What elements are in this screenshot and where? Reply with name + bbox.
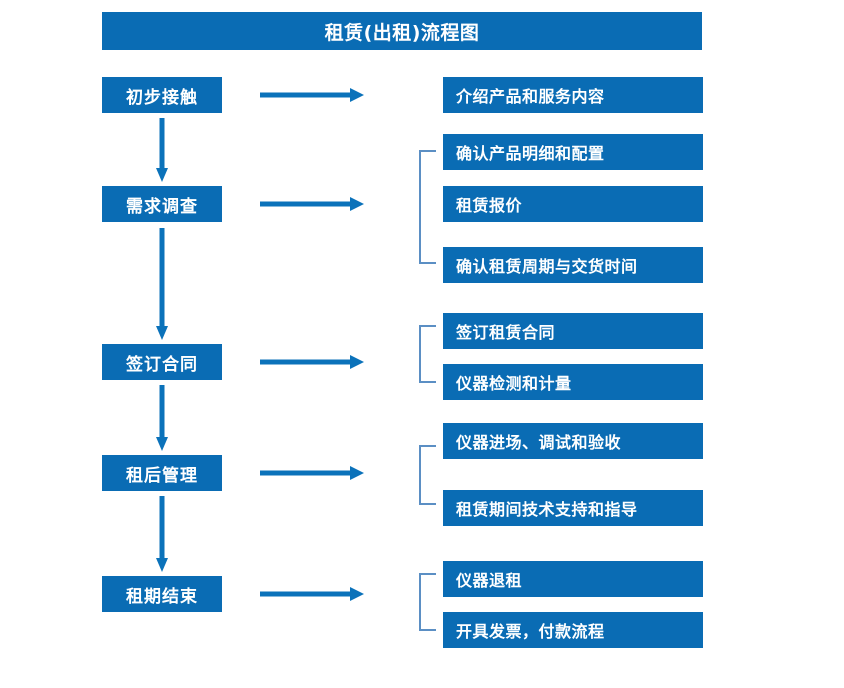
task-box-confirm-rental-period[interactable]: 确认租赁周期与交货时间 [443, 247, 703, 283]
stage-box-sign-contract[interactable]: 签订合同 [102, 344, 222, 380]
bracket-connector-rental-end [418, 573, 436, 631]
task-box-instrument-entry-commissioning[interactable]: 仪器进场、调试和验收 [443, 423, 703, 459]
page-title: 租赁(出租)流程图 [102, 12, 702, 50]
horizontal-arrow-4 [260, 465, 364, 481]
task-box-technical-support[interactable]: 租赁期间技术支持和指导 [443, 490, 703, 526]
stage-box-requirement-survey[interactable]: 需求调查 [102, 186, 222, 222]
horizontal-arrow-1 [260, 87, 364, 103]
stage-box-post-rental-management[interactable]: 租后管理 [102, 455, 222, 491]
task-box-instrument-return[interactable]: 仪器退租 [443, 561, 703, 597]
stage-box-rental-end[interactable]: 租期结束 [102, 576, 222, 612]
vertical-arrow-3 [156, 385, 168, 451]
stage-box-initial-contact[interactable]: 初步接触 [102, 77, 222, 113]
vertical-arrow-2 [156, 228, 168, 340]
task-box-introduce-products[interactable]: 介绍产品和服务内容 [443, 77, 703, 113]
task-box-sign-rental-contract[interactable]: 签订租赁合同 [443, 313, 703, 349]
horizontal-arrow-3 [260, 354, 364, 370]
horizontal-arrow-2 [260, 196, 364, 212]
bracket-connector-post-rental-management [418, 445, 436, 505]
task-box-invoice-payment[interactable]: 开具发票，付款流程 [443, 612, 703, 648]
bracket-connector-sign-contract [418, 325, 436, 383]
horizontal-arrow-5 [260, 586, 364, 602]
vertical-arrow-1 [156, 118, 168, 182]
vertical-arrow-4 [156, 496, 168, 572]
bracket-connector-requirement-survey [418, 150, 436, 264]
task-box-rental-quotation[interactable]: 租赁报价 [443, 186, 703, 222]
task-box-instrument-inspection[interactable]: 仪器检测和计量 [443, 364, 703, 400]
task-box-confirm-product-details[interactable]: 确认产品明细和配置 [443, 134, 703, 170]
